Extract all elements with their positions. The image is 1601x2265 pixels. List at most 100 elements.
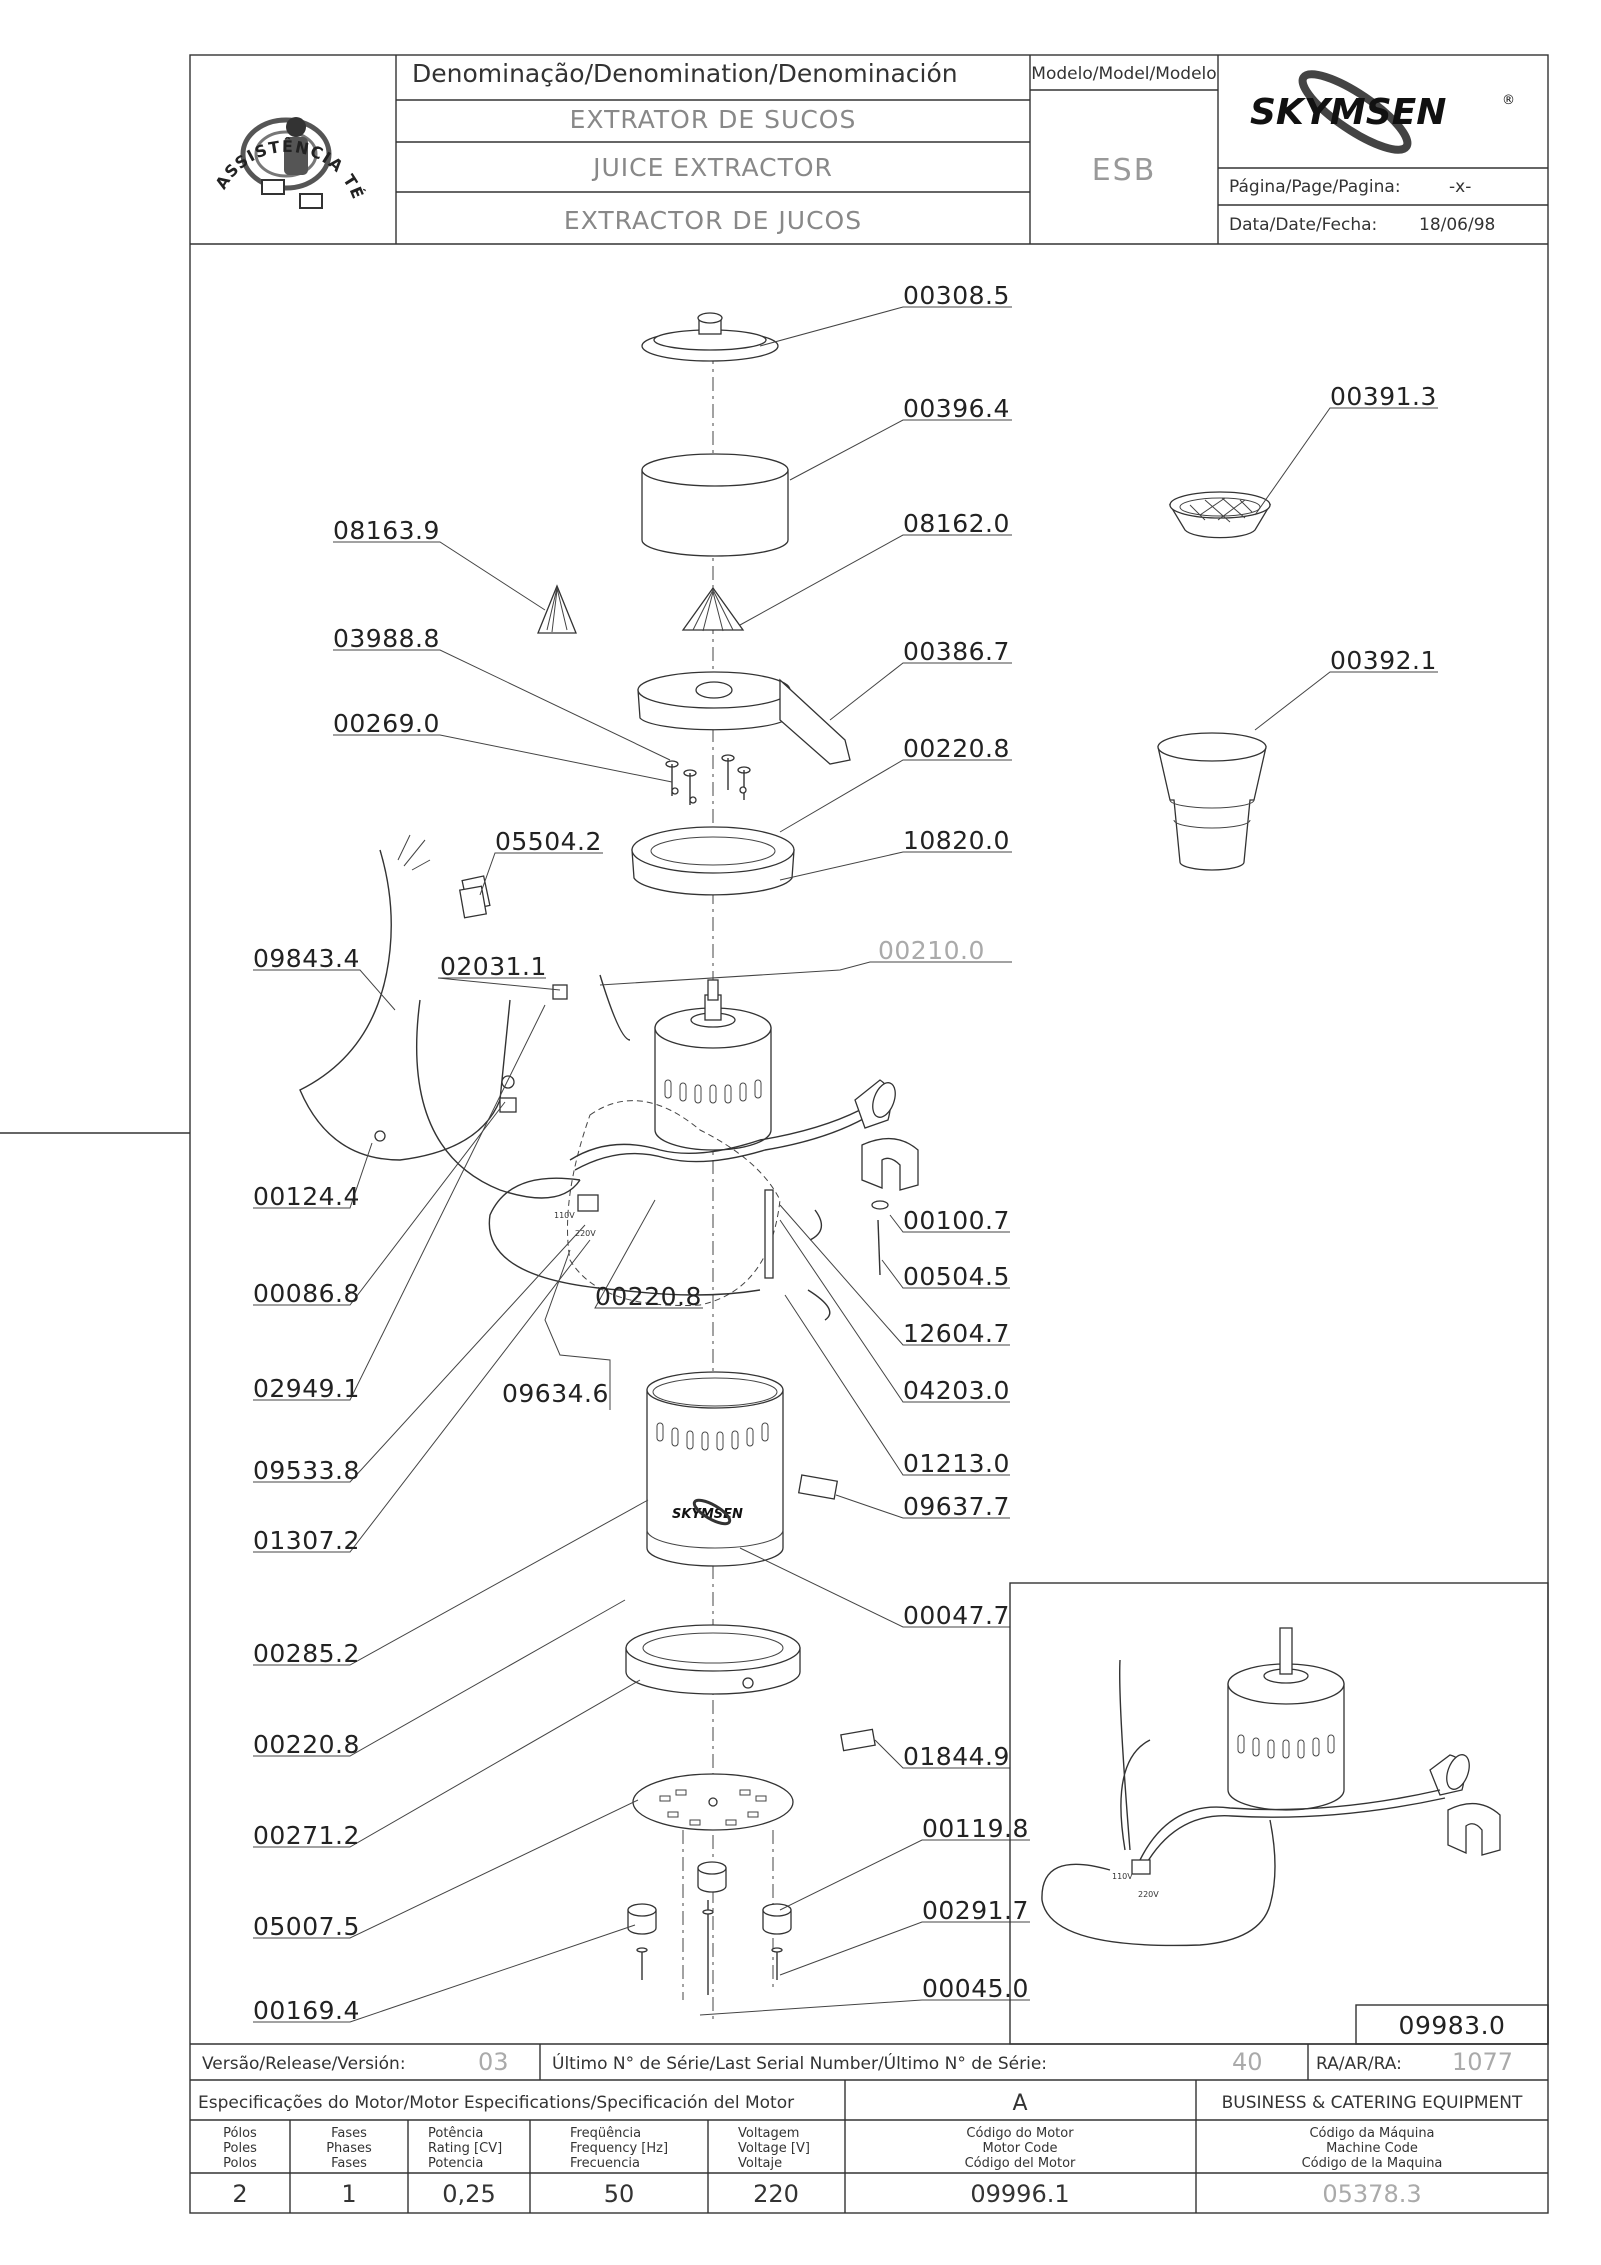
inset-label-220v: 220V (1138, 1890, 1159, 1899)
motor-variant: A (1012, 2091, 1027, 2116)
svg-text:Voltaje: Voltaje (738, 2156, 782, 2171)
product-name-pt: EXTRATOR DE SUCOS (570, 105, 857, 134)
svg-text:Código da Máquina: Código da Máquina (1309, 2126, 1434, 2141)
part-label-p20: 00220.8 (595, 1282, 702, 1311)
part-label-p28: 01307.2 (253, 1526, 360, 1555)
part-label-p18: 00086.8 (253, 1279, 360, 1308)
svg-text:Código de la Maquina: Código de la Maquina (1302, 2156, 1443, 2171)
title-block: ASSISTÊNCIA TÉCNICA AUTORIZADA Denominaç… (0, 0, 1548, 244)
part-label-p38: 00169.4 (253, 1996, 360, 2025)
part-label-p32: 01844.9 (903, 1742, 1010, 1771)
svg-text:Código del Motor: Código del Motor (965, 2156, 1076, 2171)
svg-text:Código do Motor: Código do Motor (966, 2126, 1074, 2141)
spec-value-rating: 0,25 (442, 2180, 495, 2208)
svg-text:Motor Code: Motor Code (983, 2141, 1058, 2156)
spec-value-frequency: 50 (604, 2180, 635, 2208)
base-ring-drawing (625, 1624, 876, 1752)
brand-wordmark: SKYMSEN (1250, 92, 1446, 133)
model-header: Modelo/Model/Modelo (1031, 64, 1216, 84)
inset-code: 09983.0 (1399, 2011, 1506, 2040)
lid-drawing (641, 312, 779, 362)
switch-drawing (374, 984, 568, 1142)
part-label-p37: 00045.0 (922, 1974, 1029, 2003)
part-label-p35: 05007.5 (253, 1912, 360, 1941)
part-label-p33: 00271.2 (253, 1821, 360, 1850)
spec-col-frequency: Freqüência Frequency [Hz] Frecuencia 50 (570, 2126, 668, 2208)
part-label-p29: 00285.2 (253, 1639, 360, 1668)
part-label-p6: 03988.8 (333, 624, 440, 653)
motor-spec-table: Especificações do Motor/Motor Especifica… (190, 2080, 1548, 2213)
spec-value-poles: 2 (232, 2180, 247, 2208)
feet-drawing (627, 1861, 792, 1995)
part-label-p16: 00124.4 (253, 1182, 360, 1211)
motor-drawing (654, 979, 772, 1151)
spec-col-poles: Pólos Poles Polos 2 (223, 2126, 257, 2208)
svg-text:Machine Code: Machine Code (1326, 2141, 1418, 2156)
spout-body-drawing (637, 671, 851, 765)
motor-spec-header: Especificações do Motor/Motor Especifica… (198, 2093, 794, 2113)
part-label-p26: 01213.0 (903, 1449, 1010, 1478)
product-name-es: EXTRACTOR DE JUCOS (564, 206, 862, 235)
part-label-p14: 09843.4 (253, 944, 360, 973)
bowl-drawing (641, 453, 789, 557)
spec-value-phases: 1 (341, 2180, 356, 2208)
part-label-p4: 08163.9 (333, 516, 440, 545)
svg-text:Polos: Polos (223, 2156, 257, 2171)
base-plate-drawing (632, 1773, 794, 1831)
part-label-p34: 00119.8 (922, 1814, 1029, 1843)
part-label-p13: 00210.0 (878, 936, 985, 965)
brand-logo: SKYMSEN ® (1250, 70, 1515, 154)
ra-value: 1077 (1452, 2048, 1513, 2076)
serial-value: 40 (1232, 2048, 1263, 2076)
leader-lines (253, 306, 1438, 2023)
company-tagline: BUSINESS & CATERING EQUIPMENT (1222, 2093, 1523, 2113)
model-value: ESB (1092, 153, 1157, 188)
spec-col-motor-code: Código do Motor Motor Code Código del Mo… (965, 2126, 1076, 2208)
part-label-p3: 00391.3 (1330, 382, 1437, 411)
serial-label: Último N° de Série/Last Serial Number/Úl… (552, 2052, 1047, 2074)
svg-text:Frequency [Hz]: Frequency [Hz] (570, 2141, 668, 2156)
housing-drawing: SKYMSEN (646, 1371, 784, 1567)
part-label-p7: 00386.7 (903, 637, 1010, 666)
date-value: 18/06/98 (1419, 215, 1495, 235)
part-label-p11: 05504.2 (495, 827, 602, 856)
cup-drawing (1157, 732, 1267, 871)
svg-text:Fases: Fases (331, 2126, 367, 2141)
spec-value-voltage: 220 (753, 2180, 799, 2208)
page-label: Página/Page/Pagina: (1229, 177, 1401, 197)
part-label-p8: 00392.1 (1330, 646, 1437, 675)
brand-registered-mark: ® (1502, 93, 1515, 108)
spec-col-rating: Potência Rating [CV] Potencia 0,25 (428, 2126, 502, 2208)
ra-label: RA/AR/RA: (1316, 2054, 1402, 2074)
svg-text:Voltagem: Voltagem (738, 2126, 799, 2141)
svg-text:Poles: Poles (223, 2141, 257, 2156)
svg-text:Pólos: Pólos (223, 2126, 257, 2141)
spec-col-phases: Fases Phases Fases 1 (326, 2126, 372, 2208)
exploded-parts: 110V 220V (299, 312, 1272, 1995)
authorized-service-logo: ASSISTÊNCIA TÉCNICA AUTORIZADA (0, 0, 368, 209)
denomination-header: Denominação/Denomination/Denominación (412, 59, 958, 88)
strainer-drawing (1168, 491, 1272, 539)
spec-value-machine-code: 05378.3 (1322, 2180, 1421, 2208)
date-label: Data/Date/Fecha: (1229, 215, 1377, 235)
reamer-small-drawing (537, 584, 577, 634)
part-label-p19: 00504.5 (903, 1262, 1010, 1291)
screws-drawing (665, 754, 751, 805)
part-label-p27: 09637.7 (903, 1492, 1010, 1521)
motor-wiring-inset: 110V 220V 09983.0 (1009, 1582, 1549, 2045)
inset-label-110v: 110V (1112, 1872, 1133, 1881)
version-value: 03 (478, 2048, 509, 2076)
part-label-p2: 00396.4 (903, 394, 1010, 423)
svg-text:ASSISTÊNCIA TÉCNICA AUTORIZADA: ASSISTÊNCIA TÉCNICA AUTORIZADA (0, 0, 368, 203)
capacitor-clip-drawing (861, 1138, 919, 1191)
svg-text:Rating [CV]: Rating [CV] (428, 2141, 502, 2156)
part-label-p36: 00291.7 (922, 1896, 1029, 1925)
wiring-label-220v: 220V (575, 1229, 596, 1238)
part-label-p24: 04203.0 (903, 1376, 1010, 1405)
svg-text:Potencia: Potencia (428, 2156, 483, 2171)
part-number-labels: 00308.5 00396.4 00391.3 08163.9 08162.0 … (253, 281, 1437, 2025)
housing-brand-mark: SKYMSEN (672, 1507, 743, 1522)
motor-cover-ring-drawing (631, 826, 795, 896)
svg-text:Phases: Phases (326, 2141, 372, 2156)
